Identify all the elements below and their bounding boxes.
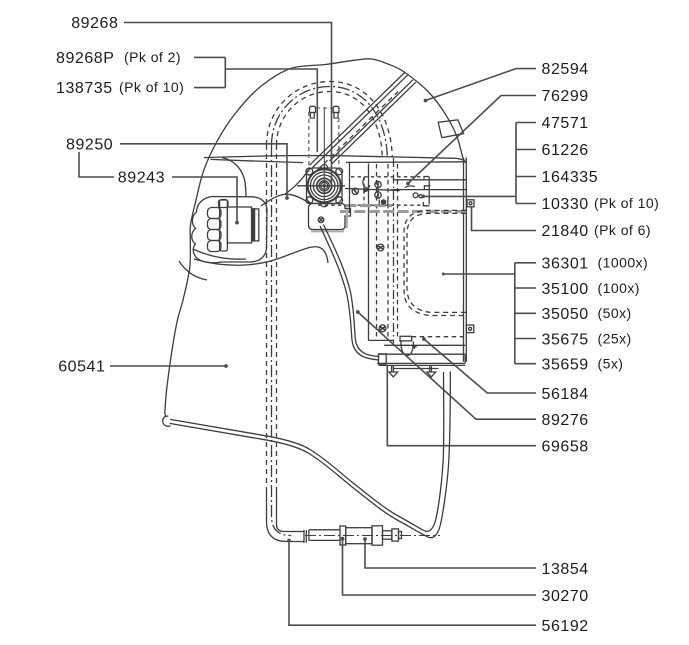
svg-text:35659: 35659 <box>542 357 589 374</box>
svg-text:89268P: 89268P <box>56 50 114 67</box>
svg-text:(Pk of 6): (Pk of 6) <box>594 222 651 238</box>
svg-text:35675: 35675 <box>542 331 589 348</box>
svg-text:13854: 13854 <box>542 561 589 578</box>
svg-text:35100: 35100 <box>542 281 589 298</box>
svg-text:164335: 164335 <box>542 169 599 186</box>
svg-text:36301: 36301 <box>542 256 589 273</box>
svg-text:(Pk of 2): (Pk of 2) <box>124 49 181 65</box>
svg-text:10330: 10330 <box>542 196 589 213</box>
svg-text:47571: 47571 <box>542 115 589 132</box>
svg-text:(5x): (5x) <box>598 356 624 372</box>
svg-text:(1000x): (1000x) <box>598 255 649 271</box>
svg-text:35050: 35050 <box>542 306 589 323</box>
svg-text:69658: 69658 <box>542 439 589 456</box>
svg-text:(25x): (25x) <box>598 330 632 346</box>
svg-text:76299: 76299 <box>542 88 589 105</box>
svg-text:(100x): (100x) <box>598 280 640 296</box>
svg-text:82594: 82594 <box>542 61 589 78</box>
svg-text:56192: 56192 <box>542 618 589 635</box>
svg-text:56184: 56184 <box>542 386 589 403</box>
svg-text:61226: 61226 <box>542 142 589 159</box>
svg-text:89268: 89268 <box>71 15 118 32</box>
svg-text:89276: 89276 <box>542 412 589 429</box>
svg-text:(Pk of 10): (Pk of 10) <box>119 79 184 95</box>
svg-text:89243: 89243 <box>118 170 165 187</box>
svg-text:138735: 138735 <box>56 80 113 97</box>
svg-text:(50x): (50x) <box>598 305 632 321</box>
svg-text:89250: 89250 <box>66 136 113 153</box>
svg-text:60541: 60541 <box>58 359 105 376</box>
svg-text:(Pk of 10): (Pk of 10) <box>594 195 659 211</box>
svg-text:30270: 30270 <box>542 588 589 605</box>
svg-text:21840: 21840 <box>542 223 589 240</box>
